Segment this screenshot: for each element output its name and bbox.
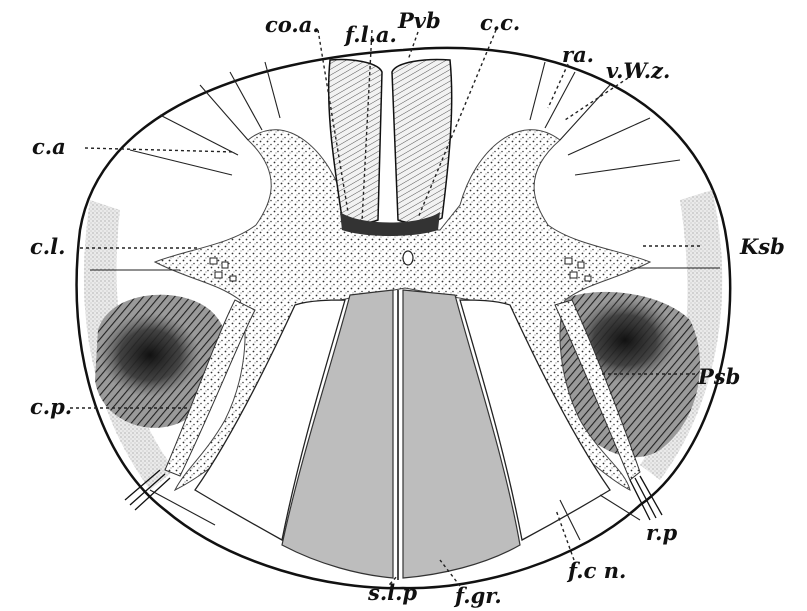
label-ksb: Ksb (739, 234, 785, 259)
central-canal (403, 251, 413, 265)
label-slp: s.l.p (367, 580, 417, 605)
label-fla: f.l.a. (343, 22, 397, 47)
label-ca: c.a (32, 134, 66, 159)
label-cl: c.l. (30, 234, 65, 259)
right-anterior-column (392, 60, 452, 224)
label-rp: r.p (646, 520, 677, 545)
label-cc: c.c. (480, 10, 520, 35)
label-ra: ra. (562, 42, 594, 67)
left-tract-dark-core (100, 313, 200, 397)
label-psb: Psb (697, 364, 740, 389)
label-pvb: Pvb (397, 8, 441, 33)
label-fcn: f.c n. (566, 558, 626, 583)
label-vwz: v.W.z. (606, 58, 670, 83)
label-fgr: f.gr. (453, 583, 502, 608)
label-cp: c.p. (30, 394, 72, 419)
label-coa: co.a. (265, 12, 320, 37)
